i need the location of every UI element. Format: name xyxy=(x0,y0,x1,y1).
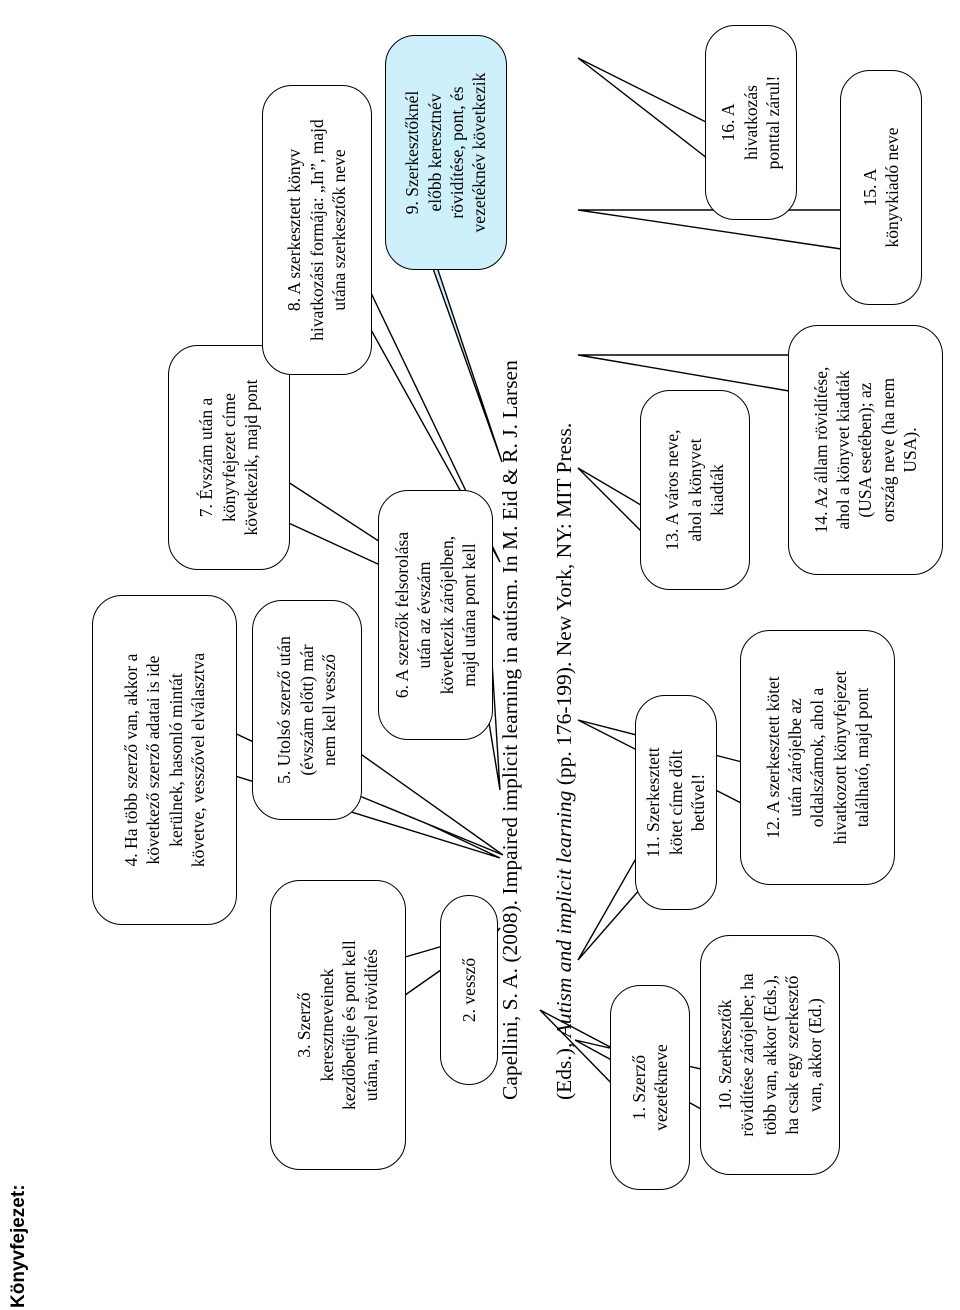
citation-book-title: Autism and implicit learning xyxy=(552,790,576,1038)
callout-13-city: 13. A város neve, ahol a könyvet kiadták xyxy=(640,390,750,590)
callout-8-in-format: 8. A szerkesztett könyv hivatkozási form… xyxy=(262,85,372,375)
callout-11-italic-title: 11. Szerkesztett kötet címe dőlt betűvel… xyxy=(635,695,717,910)
callout-14-state: 14. Az állam rövidítése, ahol a könyvet … xyxy=(788,325,943,575)
b16-pointer xyxy=(577,57,713,164)
callout-1-surname: 1. Szerző vezetékneve xyxy=(610,985,690,1190)
citation-publication-details: (pp. 176-199). New York, NY: MIT Press. xyxy=(552,422,576,791)
callout-16-final-period: 16. A hivatkozás ponttal zárul! xyxy=(705,25,797,220)
callout-10-eds: 10. Szerkesztők rövidítése zárójelbe; ha… xyxy=(700,935,840,1175)
callout-9-editor-names: 9. Szerkesztőknél előbb keresztnév rövid… xyxy=(385,35,507,270)
callout-12-pages: 12. A szerkesztett kötet után zárójelbe … xyxy=(740,630,895,885)
callout-5-last-author: 5. Utolsó szerző után (évszám előtt) már… xyxy=(252,600,362,820)
citation-line-1: Capellini, S. A. (2008). Impaired implic… xyxy=(498,360,522,1100)
page-heading: Könyvfejezet: xyxy=(8,1184,29,1308)
callout-4-multiple-authors: 4. Ha több szerző van, akkor a következő… xyxy=(92,595,237,925)
b14-pointer xyxy=(577,354,796,393)
callout-2-comma: 2. vessző xyxy=(440,895,498,1085)
callout-7-chapter-title: 7. Évszám után a könyvfejezet címe követ… xyxy=(168,345,290,570)
callout-3-initials: 3. Szerző keresztneveinek kezdőbetűje és… xyxy=(270,880,406,1170)
callout-6-year: 6. A szerzők felsorolása után az évszám … xyxy=(378,490,493,740)
b15-pointer xyxy=(577,209,849,251)
citation-eds: (Eds.), xyxy=(552,1037,576,1100)
citation-line-2: (Eds.), Autism and implicit learning (pp… xyxy=(552,423,577,1100)
callout-15-publisher: 15. A könyvkiadó neve xyxy=(840,70,922,305)
